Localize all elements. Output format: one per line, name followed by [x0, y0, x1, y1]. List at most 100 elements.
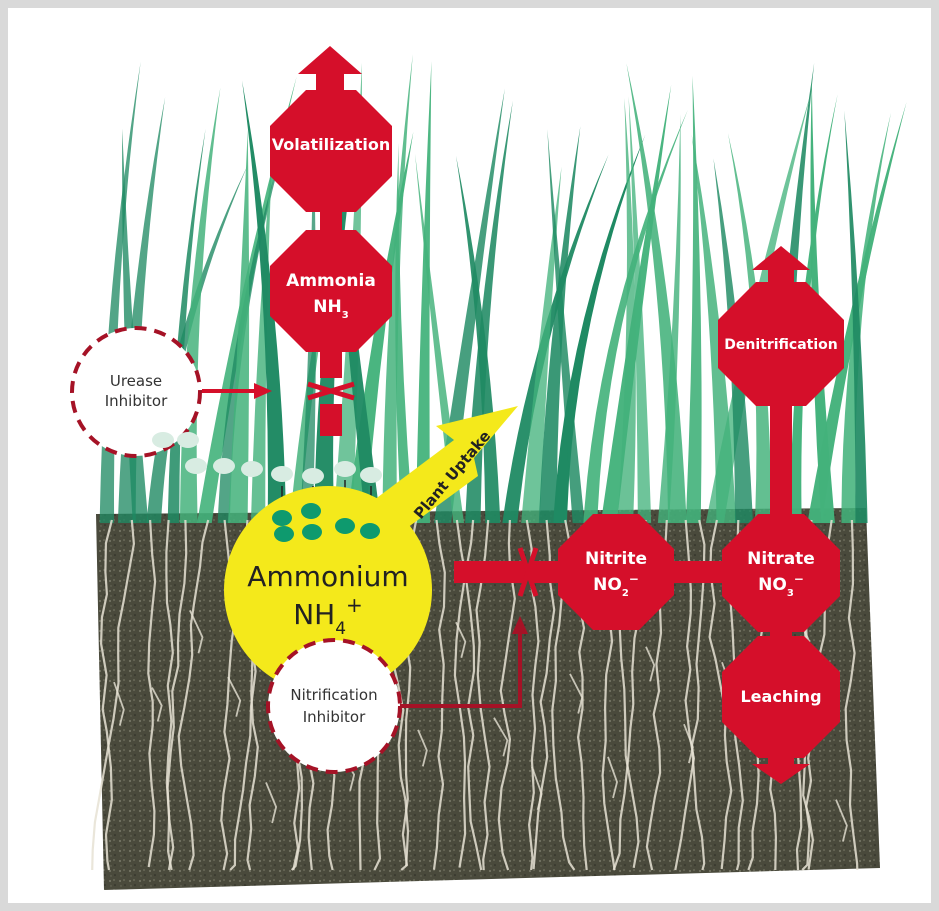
root-branch: [835, 799, 848, 842]
grass-blade: [844, 110, 868, 524]
nitrate-column: Denitrification Nitrate NO3− Leaching: [718, 246, 844, 784]
root-branch: [455, 621, 467, 658]
grass-blade: [617, 98, 636, 523]
nitrate-label: Nitrate: [747, 549, 815, 569]
grass-blade: [299, 130, 316, 523]
nitrification-bar-right: [530, 561, 566, 583]
nitrification-bar-left: [454, 561, 526, 583]
root: [166, 519, 188, 871]
root: [99, 519, 113, 871]
denitrification-label: Denitrification: [724, 337, 837, 353]
root-branch: [417, 729, 428, 767]
urea-dots: [152, 432, 382, 510]
root-branch: [189, 610, 204, 654]
diagram-canvas: Volatilization Ammonia NH3 Urease Inhibi…: [70, 46, 907, 890]
ammonium-formula: NH4+: [293, 593, 363, 639]
ammonium-dot: [274, 526, 294, 542]
grass-blade: [146, 164, 249, 523]
urease-inhibitor: Urease Inhibitor: [70, 326, 272, 458]
grass-blade: [502, 154, 609, 523]
grass-blade: [691, 134, 737, 524]
root: [147, 519, 157, 868]
grass-blade: [395, 142, 414, 523]
nitrate-formula: NO3−: [758, 572, 804, 599]
ammonia-volatilization-group: Volatilization Ammonia NH3: [270, 46, 392, 436]
leaching-label: Leaching: [740, 687, 821, 706]
ammonia-label: Ammonia: [286, 271, 376, 291]
root-branch: [227, 676, 242, 717]
grass-blade: [250, 148, 273, 523]
root-branch: [265, 782, 278, 824]
grass-blade: [242, 80, 287, 524]
nitrification-block-mark: [517, 547, 539, 597]
root-branch: [607, 756, 618, 799]
root: [674, 519, 696, 871]
urea-dot: [185, 458, 207, 474]
grass-blade: [790, 94, 838, 524]
root: [475, 519, 491, 871]
root-branch: [645, 646, 656, 682]
urea-dot: [302, 468, 324, 484]
nitrification-inhibitor-line2: Inhibitor: [303, 708, 366, 726]
denitrification-octagon: [718, 282, 844, 406]
ammonium-dot: [360, 523, 380, 539]
ammonium-dot: [302, 524, 322, 540]
nitrite-nitrate-connector: [668, 561, 726, 583]
ammonia-stem: [320, 348, 342, 378]
grass-blade: [415, 61, 432, 523]
urea-dot: [360, 467, 382, 483]
urea-dot: [213, 458, 235, 474]
urease-inhibitor-line1: Urease: [110, 372, 162, 390]
urea-dot: [177, 432, 199, 448]
nitrification-chain: Nitrite NO2−: [454, 514, 726, 630]
urea-dot: [334, 461, 356, 477]
grass-blade: [685, 75, 702, 524]
urease-inhibitor-line2: Inhibitor: [105, 392, 168, 410]
urea-dot: [271, 466, 293, 482]
ammonium-label: Ammonium: [247, 560, 408, 593]
nitrogen-cycle-diagram: Volatilization Ammonia NH3 Urease Inhibi…: [8, 8, 931, 903]
grass-blade: [521, 166, 562, 523]
plant-uptake-arrow: [374, 406, 518, 536]
root: [844, 519, 859, 871]
root: [432, 519, 446, 870]
root-branch: [151, 687, 163, 722]
ammonia-octagon: [270, 230, 392, 352]
leaching-down-arrow: [752, 754, 810, 784]
volatilization-up-arrow: [298, 46, 362, 90]
ammonia-stem-lower: [320, 404, 342, 436]
nitrification-inhibitor-line1: Nitrification: [290, 686, 377, 704]
grass-blade: [583, 109, 688, 523]
grass-blade: [217, 126, 290, 523]
ammonium-dot: [301, 503, 321, 519]
grass-blade: [810, 77, 835, 523]
root: [91, 519, 136, 871]
grass-blade: [628, 96, 652, 523]
grass-blade: [434, 88, 505, 524]
nitrification-inhibitor-line: [400, 632, 522, 708]
urease-arrow-head: [254, 383, 272, 399]
ammonium-dot: [272, 510, 292, 526]
urease-block-mark: [307, 381, 355, 401]
nitrate-octagon: [722, 514, 840, 632]
grass-blades: [99, 54, 907, 524]
grass-blade: [626, 63, 687, 524]
ammonia-formula: NH3: [313, 297, 348, 321]
ammonium-dot: [335, 518, 355, 534]
grass-blade: [228, 129, 250, 523]
grass-blade: [727, 133, 772, 523]
grass-blade: [553, 134, 646, 523]
root: [177, 519, 210, 871]
leaching-octagon: [722, 636, 840, 758]
denitrification-up-arrow: [752, 246, 810, 284]
ammonium-dots: [272, 503, 380, 542]
denitrification-stem: [770, 402, 792, 520]
root-branch: [493, 717, 509, 757]
nitrification-arrow-head: [512, 616, 528, 634]
urea-dot: [241, 461, 263, 477]
volatilization-label: Volatilization: [272, 135, 391, 154]
urea-dot: [152, 432, 174, 448]
nitrite-octagon: [558, 514, 674, 630]
grass-blade: [841, 112, 891, 523]
nitrification-inhibitor: Nitrification Inhibitor: [266, 616, 528, 774]
